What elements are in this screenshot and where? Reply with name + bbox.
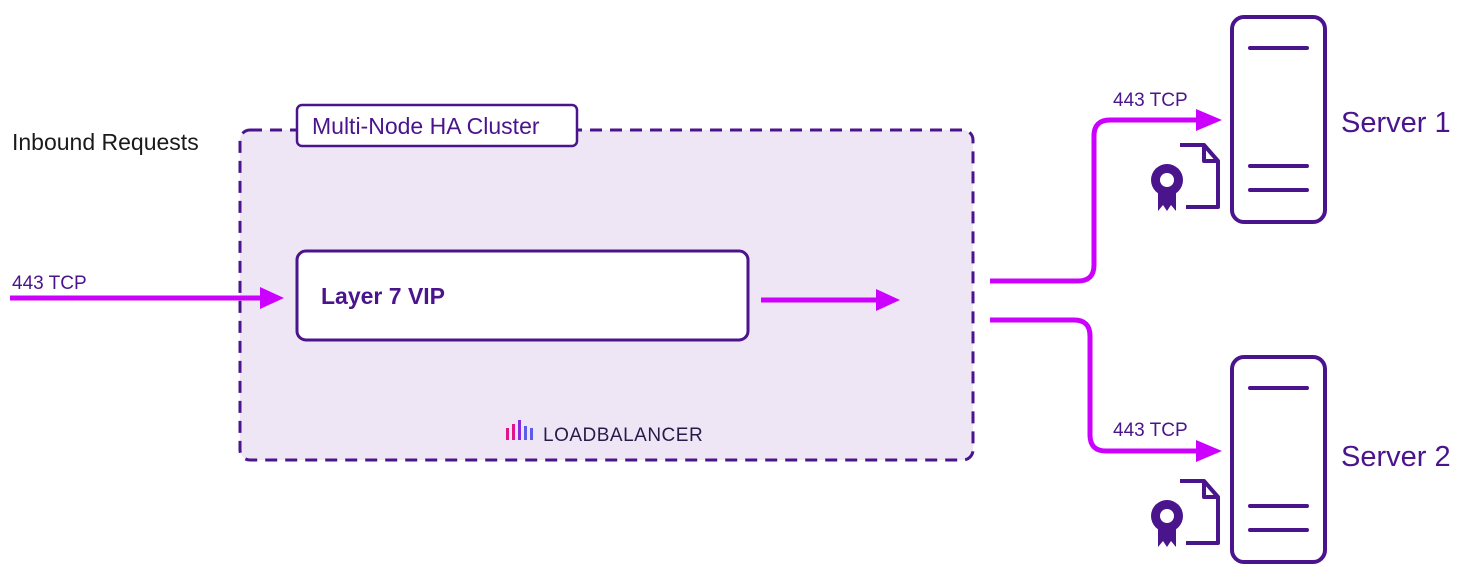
vip-output-arrow-head [876,289,900,311]
server-1-name: Server 1 [1341,107,1451,139]
layer7-vip-box [295,249,750,342]
cluster-label: Multi-Node HA Cluster [312,113,540,139]
server-icon [1230,15,1327,224]
certificate-icon [1151,479,1220,547]
server-icon [1230,355,1327,564]
certificate-icon [1151,143,1220,211]
server-2-protocol-label: 443 TCP [1113,420,1188,441]
route-to-server-2 [990,317,1198,454]
route-to-server-1 [990,117,1198,284]
cluster-label-box [295,103,579,148]
inbound-requests-label: Inbound Requests [12,129,199,155]
route-to-server-1-arrow-head [1196,109,1222,131]
server-2: Server 2 [1230,355,1451,564]
server-1-protocol-label: 443 TCP [1113,90,1188,111]
server-1: Server 1 [1230,15,1451,224]
inbound-arrow-head [260,287,284,309]
loadbalancer-logo-icon [506,420,533,440]
layer7-vip-label: Layer 7 VIP [321,283,445,309]
server-2-name: Server 2 [1341,441,1451,473]
logo-text: LOADBALANCER [543,425,703,446]
route-to-server-2-arrow-head [1196,440,1222,462]
inbound-protocol-label: 443 TCP [12,273,87,294]
